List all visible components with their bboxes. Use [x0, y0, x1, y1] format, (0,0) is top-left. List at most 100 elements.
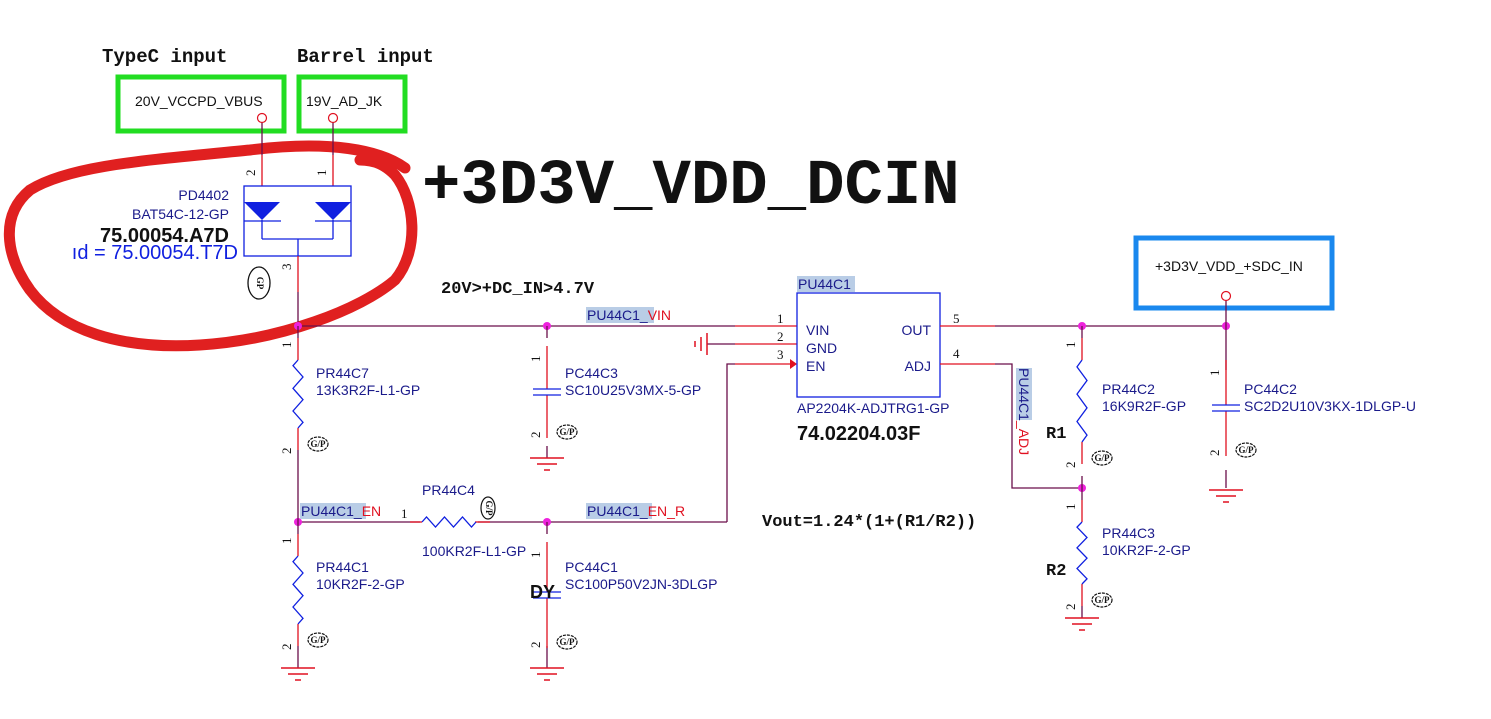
gp-badge-outline [480, 496, 496, 520]
diode-alt-pn: ıd = 75.00054.T7D [72, 242, 238, 264]
regulator-ref: PU44C1 [798, 276, 851, 292]
component-ref: PC44C2 [1244, 381, 1297, 397]
pin-number: 1 [528, 552, 543, 559]
pin-number: 1 [1207, 370, 1222, 377]
gp-badge-text: G/P [560, 637, 576, 647]
gp-badge-outline [1235, 442, 1257, 458]
gp-badge-outline [556, 424, 578, 440]
barrel-highlight-box [296, 74, 408, 134]
ground-icon [1065, 617, 1099, 631]
barrel-port-label[interactable]: 19V_AD_JK [306, 93, 383, 109]
regulator-pn: 74.02204.03F [797, 423, 920, 445]
reg-pin-out: OUT [901, 322, 931, 338]
gp-badge-icon: G/P [556, 424, 578, 440]
vin-net-highlight [586, 307, 654, 323]
gp-badge-outline [307, 632, 329, 648]
vin-net-label[interactable]: PU44C1_VIN [587, 307, 671, 323]
pin-number: 2 [1063, 604, 1078, 611]
component-ref: PR44C2 [1102, 381, 1155, 397]
en-r-net-suffix: EN_R [648, 503, 685, 519]
component-value: SC100P50V2JN-3DLGP [565, 576, 718, 592]
pin-number: 2 [1207, 450, 1222, 457]
pin-number: 2 [279, 644, 294, 651]
component-ref: PR44C4 [422, 482, 475, 498]
en-net-label[interactable]: PU44C1_EN [301, 503, 381, 519]
typec-port-connector[interactable] [256, 112, 268, 124]
gp-badge-icon: G/P [307, 436, 329, 452]
gp-badge-icon: G/P [1091, 450, 1113, 466]
en-r-net-label[interactable]: PU44C1_EN_R [587, 503, 685, 519]
resistor-zigzag-icon [292, 555, 304, 625]
en-net-suffix: EN [362, 503, 381, 519]
vin-net-suffix: VIN [648, 307, 671, 323]
gp-badge-text: G/P [560, 427, 576, 437]
reg-pin-vin: VIN [806, 322, 829, 338]
dy-tag: DY [530, 582, 555, 602]
barrel-input-label: Barrel input [297, 46, 434, 68]
ground-icon [530, 667, 564, 681]
diode-ref: PD4402 [178, 187, 229, 203]
reg-pin-adj: ADJ [905, 358, 931, 374]
typec-port-label[interactable]: 20V_VCCPD_VBUS [135, 93, 263, 109]
pin-number: 2 [528, 642, 543, 649]
diode-pin3-number: 3 [279, 264, 294, 271]
component-value: 100KR2F-L1-GP [422, 543, 526, 559]
pin-number: 1 [279, 342, 294, 349]
ground-icon [530, 457, 564, 471]
adj-wire [995, 363, 1082, 489]
reg-pin-gnd: GND [806, 340, 837, 356]
component-value: 16K9R2F-GP [1102, 398, 1186, 414]
pin-number: 1 [1063, 504, 1078, 511]
adj-net-label[interactable]: PU44C1_ADJ [1016, 368, 1032, 455]
pin-number: 1 [279, 538, 294, 545]
typec-input-label: TypeC input [102, 46, 227, 68]
wire-mask [1080, 338, 1084, 476]
reg-pin-5-number: 5 [953, 311, 960, 326]
pin-number: 1 [401, 506, 408, 521]
reg-pin-2-number: 2 [777, 329, 784, 344]
regulator-ref-highlight [797, 276, 855, 292]
gp-badge-text: G/P [1239, 445, 1255, 455]
component-value: 10KR2F-2-GP [316, 576, 405, 592]
diode-pd4402[interactable] [243, 185, 352, 257]
gp-badge-text: G/P [1095, 453, 1111, 463]
vout-formula: Vout=1.24*(1+(R1/R2)) [762, 513, 976, 532]
wire-mask [545, 338, 549, 446]
output-port-label[interactable]: +3D3V_VDD_+SDC_IN [1155, 258, 1303, 274]
gp-badge-icon: G/P [1091, 592, 1113, 608]
en-net-prefix: PU44C1_ [301, 503, 362, 519]
adj-net-suffix: _ADJ [1016, 420, 1032, 455]
en-r-net-highlight [586, 503, 652, 519]
reg-pin-1-number: 1 [777, 311, 784, 326]
adj-net-prefix: PU44C1 [1016, 368, 1032, 421]
pin-number: 1 [528, 356, 543, 363]
adj-net-highlight [1016, 368, 1032, 420]
barrel-port-connector[interactable] [327, 112, 339, 124]
diode-triangle-right-icon [315, 202, 351, 220]
gp-badge-outline [307, 436, 329, 452]
gp-badge-text: G/P [311, 635, 327, 645]
ground-icon [1209, 489, 1243, 503]
output-port-connector[interactable] [1220, 290, 1232, 302]
component-ref: PR44C1 [316, 559, 369, 575]
diode-pn: 75.00054.A7D [100, 225, 229, 247]
gp-badge-text: G/P [311, 439, 327, 449]
ground-icon [281, 667, 315, 681]
diode-pin1-number: 1 [314, 170, 329, 177]
gp-badge-icon: G/P [307, 632, 329, 648]
resistor-zigzag-icon [1076, 521, 1088, 585]
gp-badge-outline [1091, 450, 1113, 466]
en-arrow-icon [790, 359, 797, 369]
typec-highlight-box [115, 74, 287, 134]
resistor-zigzag-icon [292, 359, 304, 429]
regulator-body[interactable] [796, 292, 941, 398]
component-ref: PC44C1 [565, 559, 618, 575]
